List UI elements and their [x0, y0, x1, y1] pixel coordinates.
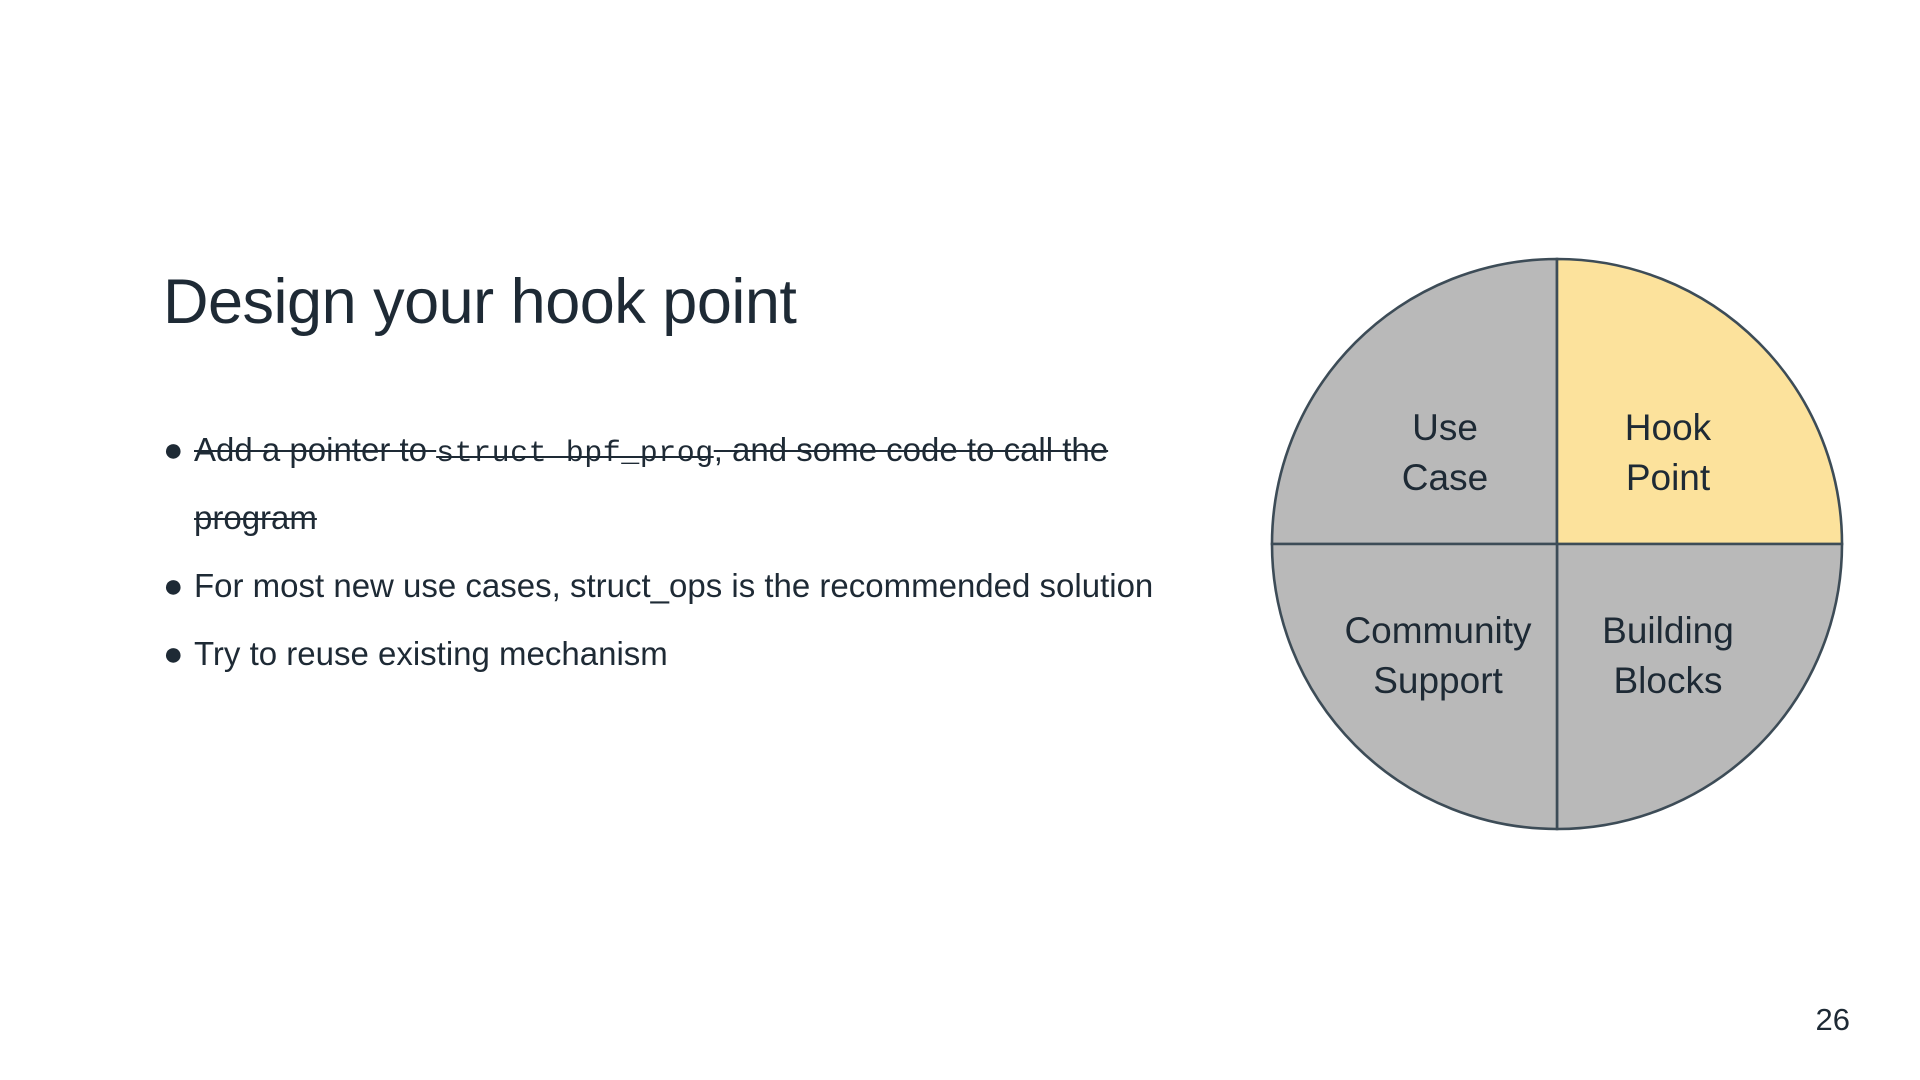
quadrant-label-hook-point-line2: Point [1626, 457, 1711, 498]
page-number: 26 [1815, 1002, 1850, 1037]
quadrant-label-use-case-line1: Use [1412, 407, 1478, 448]
list-item: ● Add a pointer to struct bpf_prog, and … [160, 418, 1170, 550]
quadrant-community-support[interactable] [1270, 542, 1559, 831]
list-item: ● Try to reuse existing mechanism [160, 622, 1170, 686]
bullet-dot-icon: ● [163, 635, 184, 673]
quadrant-label-building-blocks-line1: Building [1602, 610, 1734, 651]
page-title: Design your hook point [163, 267, 797, 337]
bullet-dot-icon: ● [163, 431, 184, 469]
bullet-1-code-struct-bpf-prog: struct bpf_prog [436, 437, 714, 471]
quadrant-label-building-blocks-line2: Blocks [1614, 660, 1723, 701]
quadrant-label-hook-point-line1: Hook [1625, 407, 1712, 448]
quadrant-label-community-support-line1: Community [1344, 610, 1532, 651]
bullet-list: ● Add a pointer to struct bpf_prog, and … [160, 418, 1170, 690]
bullet-text-1: Add a pointer to struct bpf_prog, and so… [194, 418, 1170, 550]
list-item: ● For most new use cases, struct_ops is … [160, 554, 1170, 618]
bullet-text-3: Try to reuse existing mechanism [194, 635, 668, 672]
quadrant-label-community-support-line2: Support [1373, 660, 1503, 701]
quadrant-hook-point[interactable] [1555, 257, 1844, 546]
quadrant-building-blocks[interactable] [1555, 542, 1844, 831]
bullet-dot-icon: ● [163, 567, 184, 605]
quadrant-circle-diagram: Use Case Hook Point Community Support Bu… [1268, 255, 1846, 833]
quadrant-use-case[interactable] [1270, 257, 1559, 546]
bullet-1-segment-1: Add a pointer to [194, 431, 437, 468]
bullet-text-2: For most new use cases, struct_ops is th… [194, 567, 1154, 604]
bullet-1-segment-3: , and some code to call the program [194, 431, 1109, 536]
quadrant-label-use-case-line2: Case [1402, 457, 1488, 498]
